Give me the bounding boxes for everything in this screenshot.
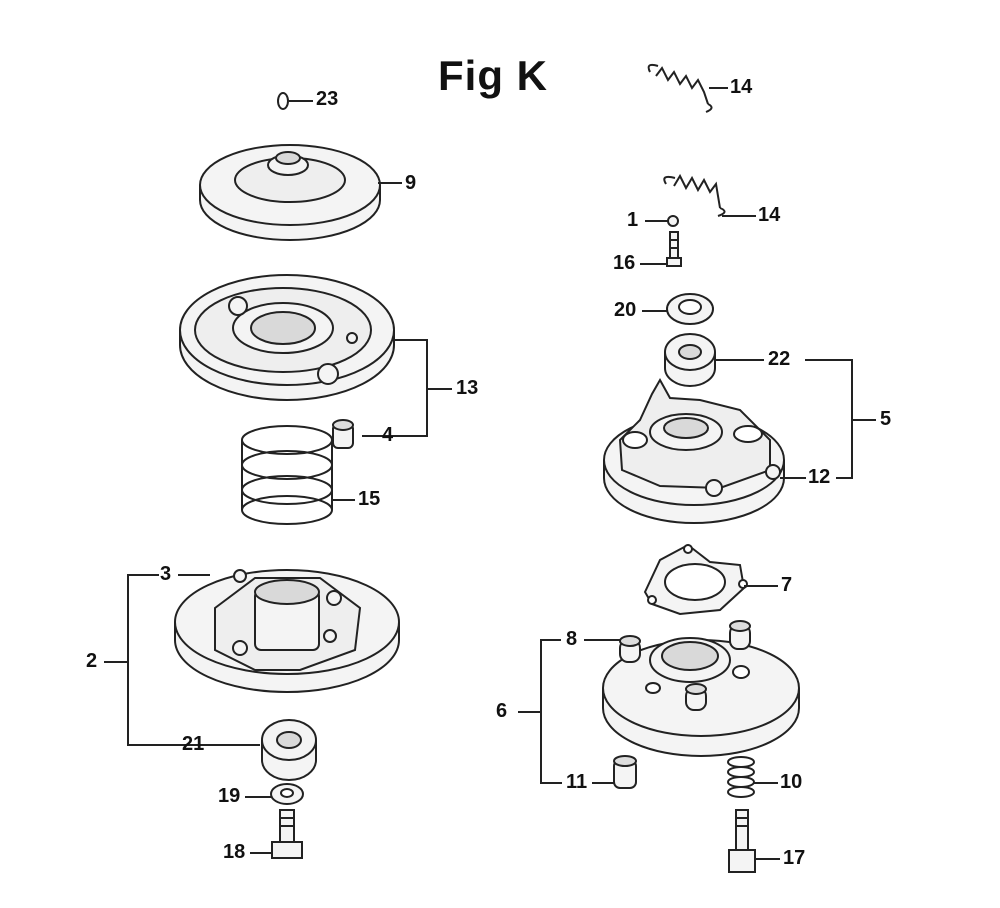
- part-1-nut: [667, 215, 679, 227]
- part-14-spring-second: [663, 173, 726, 217]
- part-11-bushing: [613, 755, 637, 789]
- callout-1: 1: [627, 209, 639, 231]
- part-20-seal: [666, 293, 714, 325]
- part-15-spring: [241, 425, 333, 525]
- callout-12: 12: [808, 466, 831, 488]
- part-19-washer: [270, 783, 304, 805]
- callout-19: 19: [218, 785, 241, 807]
- part-17-bolt: [728, 809, 756, 873]
- callout-3: 3: [160, 563, 172, 585]
- part-9-cover: [199, 144, 381, 241]
- part-14-spring-top: [647, 63, 713, 113]
- callout-20: 20: [614, 299, 637, 321]
- part-5-gear-case: [603, 377, 785, 524]
- part-13-housing: [179, 274, 395, 401]
- callout-17: 17: [783, 847, 806, 869]
- part-4-bushing: [332, 419, 354, 449]
- callout-16: 16: [613, 252, 636, 274]
- callout-21: 21: [182, 733, 205, 755]
- callout-14-second: 14: [758, 204, 781, 226]
- callout-13: 13: [456, 377, 479, 399]
- callout-8: 8: [566, 628, 578, 650]
- callout-4: 4: [382, 424, 394, 446]
- callout-6: 6: [496, 700, 508, 722]
- figure-title: Fig K: [438, 52, 548, 99]
- callout-18: 18: [223, 841, 246, 863]
- callout-10: 10: [780, 771, 803, 793]
- callout-9: 9: [405, 172, 417, 194]
- callout-11: 11: [566, 771, 588, 793]
- part-16-screw: [666, 231, 682, 267]
- part-7-gasket: [643, 543, 748, 616]
- callout-2: 2: [86, 650, 98, 672]
- part-6-case-cover: [602, 620, 800, 757]
- part-23-oring: [277, 92, 289, 110]
- callout-14-top: 14: [730, 76, 753, 98]
- part-22-bearing: [664, 333, 716, 387]
- callout-7: 7: [781, 574, 793, 596]
- callout-5: 5: [880, 408, 892, 430]
- callout-22: 22: [768, 348, 791, 370]
- leader-lines: [104, 87, 876, 860]
- part-21-bearing: [261, 719, 317, 781]
- part-10-spring: [727, 756, 755, 798]
- part-18-bolt: [271, 809, 303, 859]
- part-2-lower-housing: [174, 569, 400, 693]
- callout-15: 15: [358, 488, 381, 510]
- callout-23: 23: [316, 88, 339, 110]
